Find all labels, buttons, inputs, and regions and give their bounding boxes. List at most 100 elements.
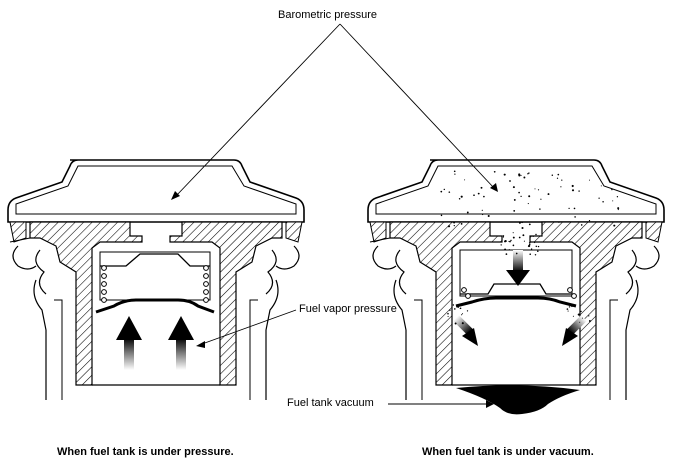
air-particle — [540, 198, 542, 200]
air-particle — [566, 308, 569, 310]
air-particle — [580, 310, 582, 313]
air-particle — [502, 235, 505, 237]
air-particle — [617, 207, 620, 210]
air-particle — [449, 309, 451, 311]
air-particle — [510, 239, 512, 242]
air-particle — [617, 208, 619, 211]
right-down-arrow — [506, 250, 530, 286]
air-particle — [443, 188, 446, 191]
air-particle — [572, 315, 574, 317]
left-up-arrow-2 — [168, 316, 194, 370]
air-particle — [567, 310, 569, 312]
air-particle — [513, 198, 516, 201]
air-particle — [527, 203, 529, 205]
air-particle — [482, 214, 484, 216]
air-particle — [447, 312, 449, 315]
air-particle — [460, 314, 463, 316]
air-particle — [577, 313, 580, 316]
air-particle — [453, 308, 456, 310]
air-particle — [518, 191, 520, 194]
air-particle — [521, 221, 523, 224]
air-particle — [504, 248, 507, 251]
air-particle — [447, 315, 449, 317]
air-particle — [521, 226, 524, 230]
leader-lines — [171, 23, 498, 408]
air-particle — [602, 200, 604, 203]
air-particle — [557, 173, 560, 176]
air-particle — [534, 188, 536, 190]
air-particle — [461, 322, 464, 325]
air-particle — [487, 214, 490, 218]
fuel-tank-vacuum-label: Fuel tank vacuum — [287, 397, 374, 409]
air-particle — [616, 196, 619, 198]
air-particle — [518, 221, 521, 224]
air-particle — [568, 306, 571, 308]
air-particle — [504, 240, 507, 243]
air-particle — [483, 195, 485, 198]
air-particle — [588, 320, 591, 322]
air-particle — [571, 305, 573, 308]
air-particle — [598, 197, 600, 199]
air-particle — [573, 207, 576, 210]
air-particle — [612, 200, 614, 202]
air-particle — [530, 248, 533, 250]
air-particle — [461, 313, 464, 315]
left-up-arrow-1 — [116, 316, 142, 370]
air-particle — [580, 224, 583, 226]
air-particle — [518, 236, 521, 239]
barometric-pressure-label: Barometric pressure — [278, 9, 378, 21]
air-particle — [453, 170, 456, 173]
air-particle — [588, 179, 591, 181]
air-particle — [537, 189, 540, 191]
air-particle — [528, 242, 531, 244]
air-particle — [500, 244, 502, 246]
air-particle — [574, 216, 576, 218]
air-particle — [493, 170, 496, 173]
air-particle — [509, 240, 511, 243]
air-particle — [457, 306, 459, 308]
air-particle — [464, 179, 466, 181]
left-cap-assembly — [7, 159, 305, 401]
air-particle — [528, 243, 531, 246]
air-particle — [537, 245, 540, 248]
air-particle — [453, 221, 455, 224]
air-particle — [534, 242, 536, 244]
right-diag-arrow-right — [562, 315, 587, 346]
air-particle — [568, 207, 570, 210]
air-particle — [611, 188, 613, 191]
air-particle — [502, 236, 504, 238]
right-diag-arrow-left — [453, 315, 478, 346]
air-particle — [523, 240, 525, 242]
air-particle — [569, 303, 571, 306]
air-particle — [551, 174, 554, 176]
air-particle — [505, 253, 508, 255]
air-particle — [454, 173, 456, 175]
air-particle — [558, 221, 560, 223]
air-particle — [537, 250, 539, 253]
air-particle — [512, 232, 514, 234]
air-particle — [613, 224, 616, 227]
air-particle — [581, 317, 583, 319]
air-particle — [512, 236, 515, 239]
air-particle — [448, 191, 451, 193]
air-particle — [508, 240, 510, 242]
right-cap-assembly — [367, 159, 665, 415]
air-particle — [588, 220, 591, 222]
air-particle — [535, 245, 538, 248]
air-particle — [512, 244, 515, 247]
air-particle — [503, 173, 506, 176]
air-particle — [480, 186, 483, 189]
air-particle — [440, 214, 443, 217]
air-particle — [529, 253, 531, 255]
air-particle — [571, 189, 575, 192]
fuel-vapor-pressure-label: Fuel vapor pressure — [299, 303, 397, 315]
air-particle — [579, 321, 581, 323]
air-particle — [477, 192, 480, 195]
air-particle — [532, 235, 534, 238]
air-particle — [588, 315, 590, 317]
caption-under-pressure: When fuel tank is under pressure. — [57, 446, 234, 458]
air-particle — [527, 245, 531, 248]
air-particle — [539, 208, 541, 210]
air-particle — [560, 186, 562, 188]
